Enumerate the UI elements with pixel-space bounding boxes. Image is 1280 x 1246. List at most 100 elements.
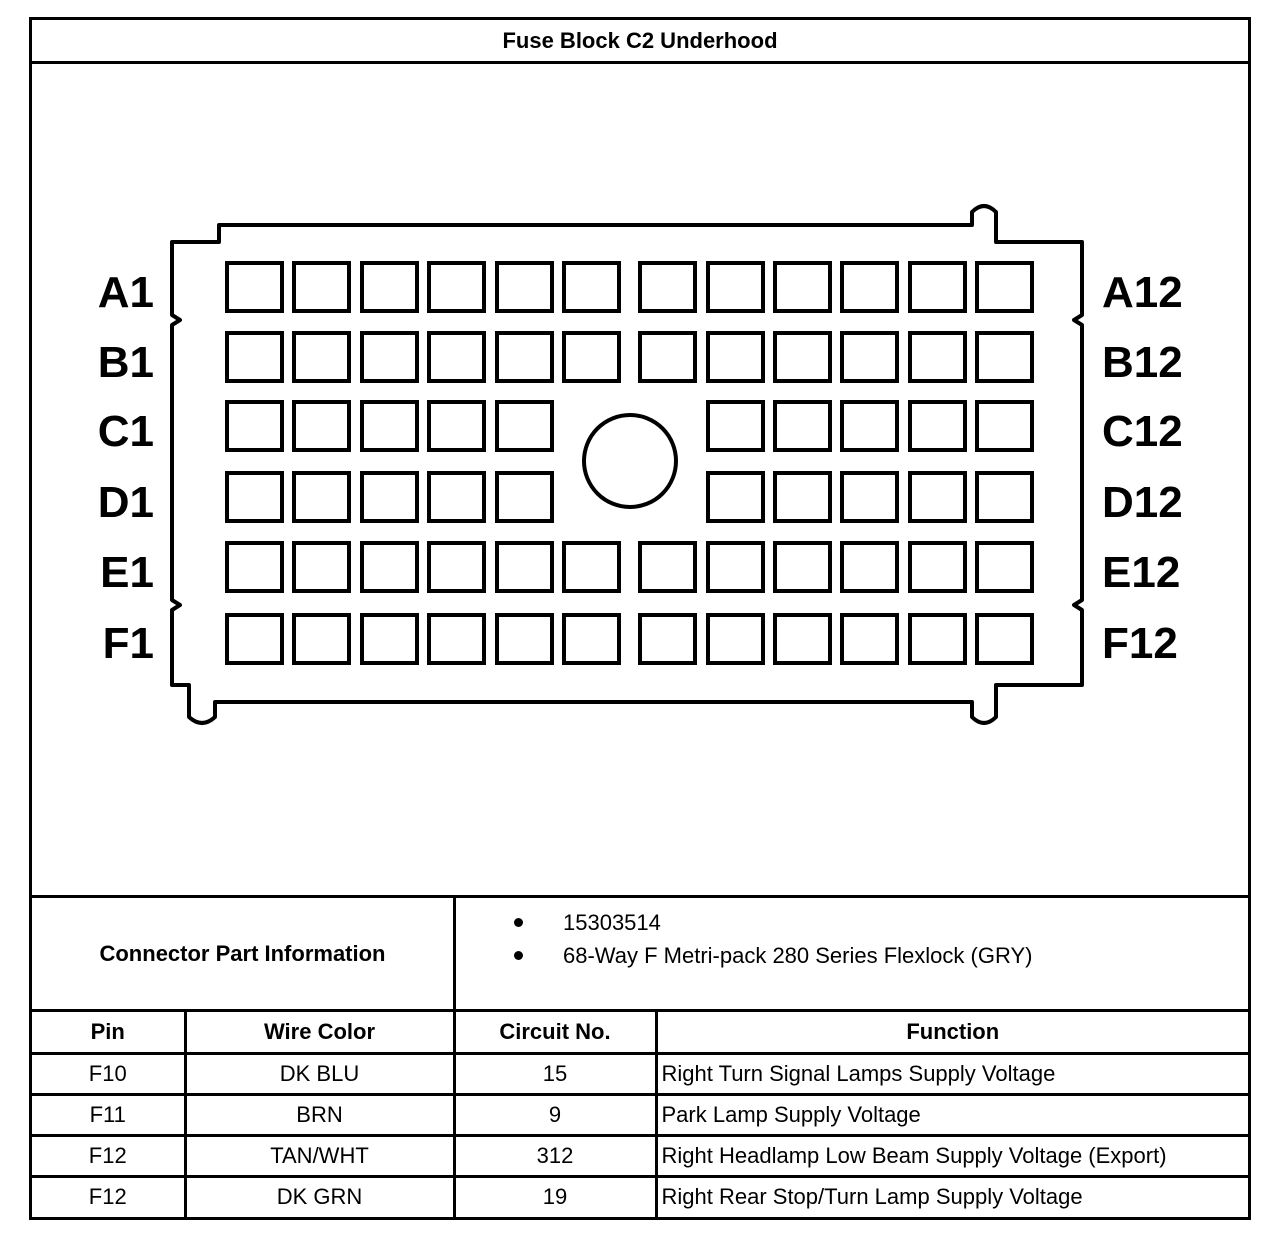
cavity xyxy=(225,400,284,452)
circuit-cell: 312 xyxy=(452,1133,658,1178)
cavity xyxy=(225,331,284,383)
cavity xyxy=(773,541,832,593)
cavity xyxy=(908,331,967,383)
cavity xyxy=(360,261,419,313)
row-label-right: C12 xyxy=(1102,407,1183,456)
header-function: Function xyxy=(654,1012,1248,1055)
cavity xyxy=(495,471,554,523)
cavity xyxy=(495,400,554,452)
cavity xyxy=(292,400,351,452)
cavity xyxy=(562,261,621,313)
cavity xyxy=(706,471,765,523)
cavity xyxy=(495,541,554,593)
pin-cell: F11 xyxy=(32,1092,187,1137)
cavity xyxy=(638,261,697,313)
table-row: F12 DK GRN 19 Right Rear Stop/Turn Lamp … xyxy=(32,1174,1248,1217)
header-circuit: Circuit No. xyxy=(452,1012,658,1055)
circuit-cell: 15 xyxy=(452,1051,658,1096)
cavity xyxy=(840,613,899,665)
cavity xyxy=(773,613,832,665)
header-pin: Pin xyxy=(32,1012,187,1055)
center-post xyxy=(582,413,678,509)
cavity xyxy=(840,400,899,452)
row-label-right: F12 xyxy=(1102,619,1178,668)
cavity xyxy=(427,471,486,523)
cavity xyxy=(495,331,554,383)
cavity xyxy=(975,331,1034,383)
cavity xyxy=(360,400,419,452)
cavity xyxy=(706,331,765,383)
cavity xyxy=(975,471,1034,523)
part-description: 68-Way F Metri-pack 280 Series Flexlock … xyxy=(563,943,1033,968)
cavity xyxy=(706,261,765,313)
cavity xyxy=(360,541,419,593)
cavity xyxy=(427,541,486,593)
cavity xyxy=(773,400,832,452)
row-label-right: B12 xyxy=(1102,338,1183,387)
row-label-left: E1 xyxy=(100,548,154,597)
cavity xyxy=(773,471,832,523)
cavity xyxy=(225,613,284,665)
pin-cell: F12 xyxy=(32,1133,187,1178)
cavity xyxy=(706,613,765,665)
cavity xyxy=(225,261,284,313)
cavity xyxy=(706,541,765,593)
part-info-list: 15303514 68-Way F Metri-pack 280 Series … xyxy=(456,906,1248,972)
cavity xyxy=(975,261,1034,313)
cavity xyxy=(562,613,621,665)
cavity xyxy=(292,613,351,665)
bullet-icon xyxy=(514,918,523,927)
wire-color-cell: TAN/WHT xyxy=(183,1133,456,1178)
function-cell: Park Lamp Supply Voltage xyxy=(654,1092,1248,1137)
part-info-item: 15303514 xyxy=(456,906,1248,939)
cavity xyxy=(562,541,621,593)
cavity xyxy=(773,331,832,383)
pin-table: Pin Wire Color Circuit No. Function F10 … xyxy=(32,1012,1248,1217)
function-cell: Right Headlamp Low Beam Supply Voltage (… xyxy=(654,1133,1248,1178)
cavity xyxy=(908,471,967,523)
function-cell: Right Rear Stop/Turn Lamp Supply Voltage xyxy=(654,1174,1248,1217)
cavity xyxy=(840,471,899,523)
pin-cell: F12 xyxy=(32,1174,187,1217)
cavity xyxy=(562,331,621,383)
table-row: F11 BRN 9 Park Lamp Supply Voltage xyxy=(32,1092,1248,1137)
circuit-cell: 9 xyxy=(452,1092,658,1137)
cavity xyxy=(427,613,486,665)
cavity xyxy=(292,541,351,593)
connector-housing xyxy=(170,204,1084,725)
cavity xyxy=(427,331,486,383)
part-info-label: Connector Part Information xyxy=(32,898,456,1009)
cavity xyxy=(908,613,967,665)
cavity-grid xyxy=(225,261,1034,665)
cavity xyxy=(427,261,486,313)
cavity xyxy=(292,261,351,313)
circuit-cell: 19 xyxy=(452,1174,658,1217)
cavity xyxy=(638,613,697,665)
cavity xyxy=(292,331,351,383)
table-header-row: Pin Wire Color Circuit No. Function xyxy=(32,1012,1248,1055)
pin-cell: F10 xyxy=(32,1051,187,1096)
function-cell: Right Turn Signal Lamps Supply Voltage xyxy=(654,1051,1248,1096)
cavity xyxy=(773,261,832,313)
cavity xyxy=(495,261,554,313)
cavity xyxy=(638,331,697,383)
cavity xyxy=(908,400,967,452)
row-label-left: F1 xyxy=(103,619,154,668)
table-row: F10 DK BLU 15 Right Turn Signal Lamps Su… xyxy=(32,1051,1248,1096)
cavity xyxy=(225,471,284,523)
cavity xyxy=(840,331,899,383)
cavity xyxy=(975,541,1034,593)
cavity xyxy=(908,541,967,593)
header-wire-color: Wire Color xyxy=(183,1012,456,1055)
row-label-left: A1 xyxy=(98,268,154,317)
cavity xyxy=(975,400,1034,452)
wire-color-cell: DK BLU xyxy=(183,1051,456,1096)
table-row: F12 TAN/WHT 312 Right Headlamp Low Beam … xyxy=(32,1133,1248,1178)
cavity xyxy=(427,400,486,452)
cavity xyxy=(360,471,419,523)
cavity xyxy=(360,331,419,383)
cavity xyxy=(638,541,697,593)
